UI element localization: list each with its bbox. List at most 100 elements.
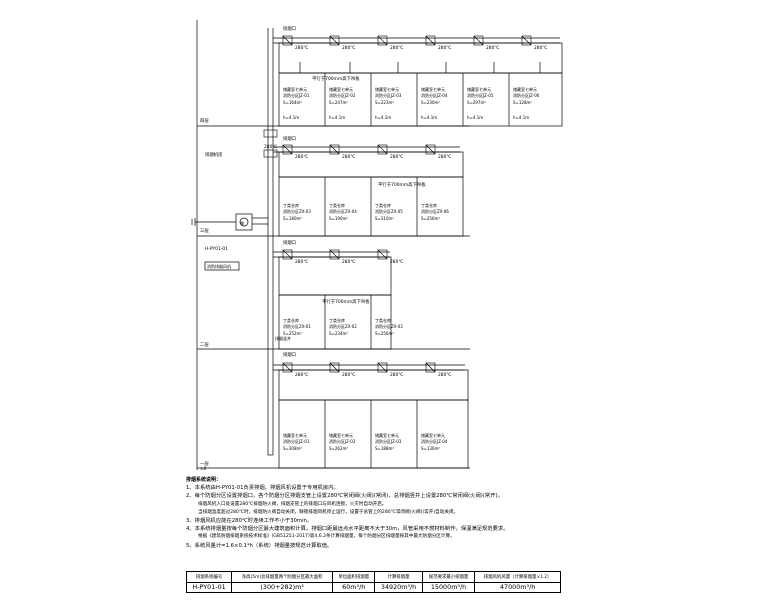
zone-id: 消防分区JZ-02 bbox=[329, 438, 356, 444]
zone-id: 消防分区JZ-03 bbox=[375, 92, 402, 98]
damper-label: 280℃ bbox=[438, 154, 451, 160]
damper-label: 280℃ bbox=[295, 372, 308, 378]
damper-label: 280℃ bbox=[438, 45, 451, 51]
summary-table: 排烟系统编号 净高(5m)总排烟量两个防烟分区最大面积 单位面积排烟量 计算排烟… bbox=[185, 571, 561, 593]
zone-area: S=262m² bbox=[329, 446, 348, 451]
zone-name: 丁类仓库 bbox=[375, 317, 391, 323]
zone-area: S=247m² bbox=[329, 100, 348, 105]
zone-labels: 储藏室七单元消防分区JZ-01S=164m²h=4.1m储藏室七单元消防分区JZ… bbox=[283, 86, 540, 451]
duct-note: 平行于700mm高下吊板 bbox=[378, 181, 426, 188]
fan-room-label: 排烟机房 bbox=[205, 151, 223, 158]
zone-name: 储藏室七单元 bbox=[467, 86, 491, 92]
zone-name: 储藏室七单元 bbox=[375, 86, 399, 92]
zone-name: 储藏室七单元 bbox=[329, 86, 353, 92]
summary-value-cell: H-PY01-01 bbox=[185, 581, 233, 593]
damper-label: 280℃ bbox=[295, 259, 308, 265]
damper-label: 280℃ bbox=[342, 154, 355, 160]
damper-label: 280℃ bbox=[390, 154, 403, 160]
zone-id: 消防分区JZ-04 bbox=[421, 438, 448, 444]
damper-label: 280℃ bbox=[342, 372, 355, 378]
summary-header-cell: 规范要求最小排烟量 bbox=[421, 571, 476, 583]
floor-label-roof: 四层 bbox=[200, 118, 209, 124]
zone-area: S=180m² bbox=[283, 216, 302, 221]
summary-header-cell: 单位面积排烟量 bbox=[332, 571, 376, 583]
zone-id: 消防分区JZ-04 bbox=[421, 92, 448, 98]
damper-note: 排烟口 bbox=[283, 25, 296, 32]
damper-label: 280℃ bbox=[342, 259, 355, 265]
zone-name: 丁类仓库 bbox=[375, 202, 391, 208]
damper-note: 排烟口 bbox=[283, 135, 296, 142]
damper-label: 280℃ bbox=[486, 45, 499, 51]
zone-area: S=297m² bbox=[467, 100, 486, 105]
zone-name: 丁类仓库 bbox=[329, 202, 345, 208]
zone-name: 丁类仓库 bbox=[283, 202, 299, 208]
zone-id: 消防分区ZX-04 bbox=[329, 208, 357, 214]
zone-id: 消防分区ZX-06 bbox=[421, 208, 449, 214]
base-level-label: ±0 bbox=[200, 466, 207, 472]
zone-id: 消防分区ZX-02 bbox=[329, 323, 357, 329]
note-line: 排烟风机入口处设置280℃排烟防火阀，排烟支管上的排烟口与风机连锁，火灾时自动开… bbox=[198, 501, 387, 507]
zone-name: 丁类仓库 bbox=[283, 317, 299, 323]
summary-value-cell: 47000m³/h bbox=[474, 581, 561, 593]
summary-header-cell: 计算排烟量 bbox=[374, 571, 423, 583]
fire-dampers bbox=[263, 35, 532, 373]
floor-label-second: 二层 bbox=[200, 342, 209, 348]
zone-area: S=308m² bbox=[283, 446, 302, 451]
summary-header-cell: 排烟系统编号 bbox=[185, 571, 233, 583]
zone-id: 消防分区ZX-05 bbox=[375, 208, 403, 214]
zone-area: S=256m² bbox=[421, 216, 440, 221]
damper-note: 排烟口 bbox=[283, 239, 296, 246]
riser-label: 排烟竖井 bbox=[275, 335, 291, 341]
fan-room-box-label: 消防排烟风机 bbox=[207, 263, 231, 269]
note-line: 当排烟温度超过280℃时，排烟防火阀自动关闭，联锁排烟风机停止运行，设置于总管上… bbox=[198, 509, 459, 515]
damper-label: 280℃ bbox=[438, 372, 451, 378]
note-line: 根据《建筑防烟排烟系统技术标准》(GB51251-2017)第4.6.2条计算排… bbox=[198, 534, 455, 540]
zone-area: S=190m² bbox=[329, 216, 348, 221]
zone-id: 消防分区JZ-01 bbox=[283, 92, 310, 98]
duct-note: 平行于700mm高下吊板 bbox=[322, 298, 370, 305]
zone-name: 丁类仓库 bbox=[329, 317, 345, 323]
damper-label: 280℃ bbox=[390, 45, 403, 51]
zone-name: 储藏室七单元 bbox=[513, 86, 537, 92]
note-line: 5、系统风量计=1.6×0.1*h（系统）排烟量按规范计算取值。 bbox=[186, 542, 333, 549]
zone-id: 消防分区JZ-01 bbox=[283, 438, 310, 444]
fan-room-box bbox=[204, 261, 240, 271]
zone-name: 储藏室七单元 bbox=[329, 432, 353, 438]
zone-area: S=256m² bbox=[375, 331, 394, 336]
zone-h: h=4.1m bbox=[375, 115, 391, 120]
summary-value-cell: 60m³/h bbox=[332, 581, 376, 593]
note-line: 4、本系统排烟量按每个防烟分区最大建筑面积计算，排烟口距最远点水平距离不大于30… bbox=[186, 526, 509, 533]
summary-value-cell: 15000m³/h bbox=[421, 581, 476, 593]
zone-area: S=164m² bbox=[283, 100, 302, 105]
damper-label: 280℃ bbox=[264, 144, 277, 150]
roof-zone-strip bbox=[278, 72, 563, 127]
fan-symbol: ⊗ bbox=[240, 221, 244, 227]
zone-id: 消防分区JZ-05 bbox=[467, 92, 494, 98]
damper-note: 排烟口 bbox=[283, 351, 296, 358]
zone-h: h=4.1m bbox=[329, 115, 345, 120]
zone-h: h=4.1m bbox=[421, 115, 437, 120]
zone-h: h=4.1m bbox=[283, 115, 299, 120]
damper-label: 280℃ bbox=[390, 259, 403, 265]
damper-label: 280℃ bbox=[342, 45, 355, 51]
zone-area: S=230m² bbox=[421, 100, 440, 105]
zone-id: 消防分区ZX-01 bbox=[283, 323, 311, 329]
summary-value-cell: 34920m³/h bbox=[374, 581, 423, 593]
zone-area: S=128m² bbox=[513, 100, 532, 105]
zone-id: 消防分区ZX-03 bbox=[375, 323, 403, 329]
floor-label-first: 一层 bbox=[200, 461, 209, 467]
zone-id: 消防分区ZX-03 bbox=[283, 208, 311, 214]
damper-label: 280℃ bbox=[295, 45, 308, 51]
note-line: 1、本系统由H-PY01-01负责排烟，排烟风机设置于专用机房内。 bbox=[186, 485, 339, 492]
notes-title: 排烟系统说明： bbox=[186, 477, 222, 483]
zone-name: 丁类仓库 bbox=[421, 202, 437, 208]
floor-label-third: 三层 bbox=[200, 228, 209, 234]
zone-area: S=252m² bbox=[283, 331, 302, 336]
zone-area: S=310m² bbox=[375, 216, 394, 221]
zone-name: 储藏室七单元 bbox=[375, 432, 399, 438]
second-zone-strip bbox=[278, 294, 392, 350]
note-line: 3、排烟风机应能在280℃时连续工作不小于30min。 bbox=[186, 518, 313, 525]
zone-h: h=4.1m bbox=[467, 115, 483, 120]
design-notes: 排烟系统说明： 1、本系统由H-PY01-01负责排烟，排烟风机设置于专用机房内… bbox=[186, 476, 586, 550]
